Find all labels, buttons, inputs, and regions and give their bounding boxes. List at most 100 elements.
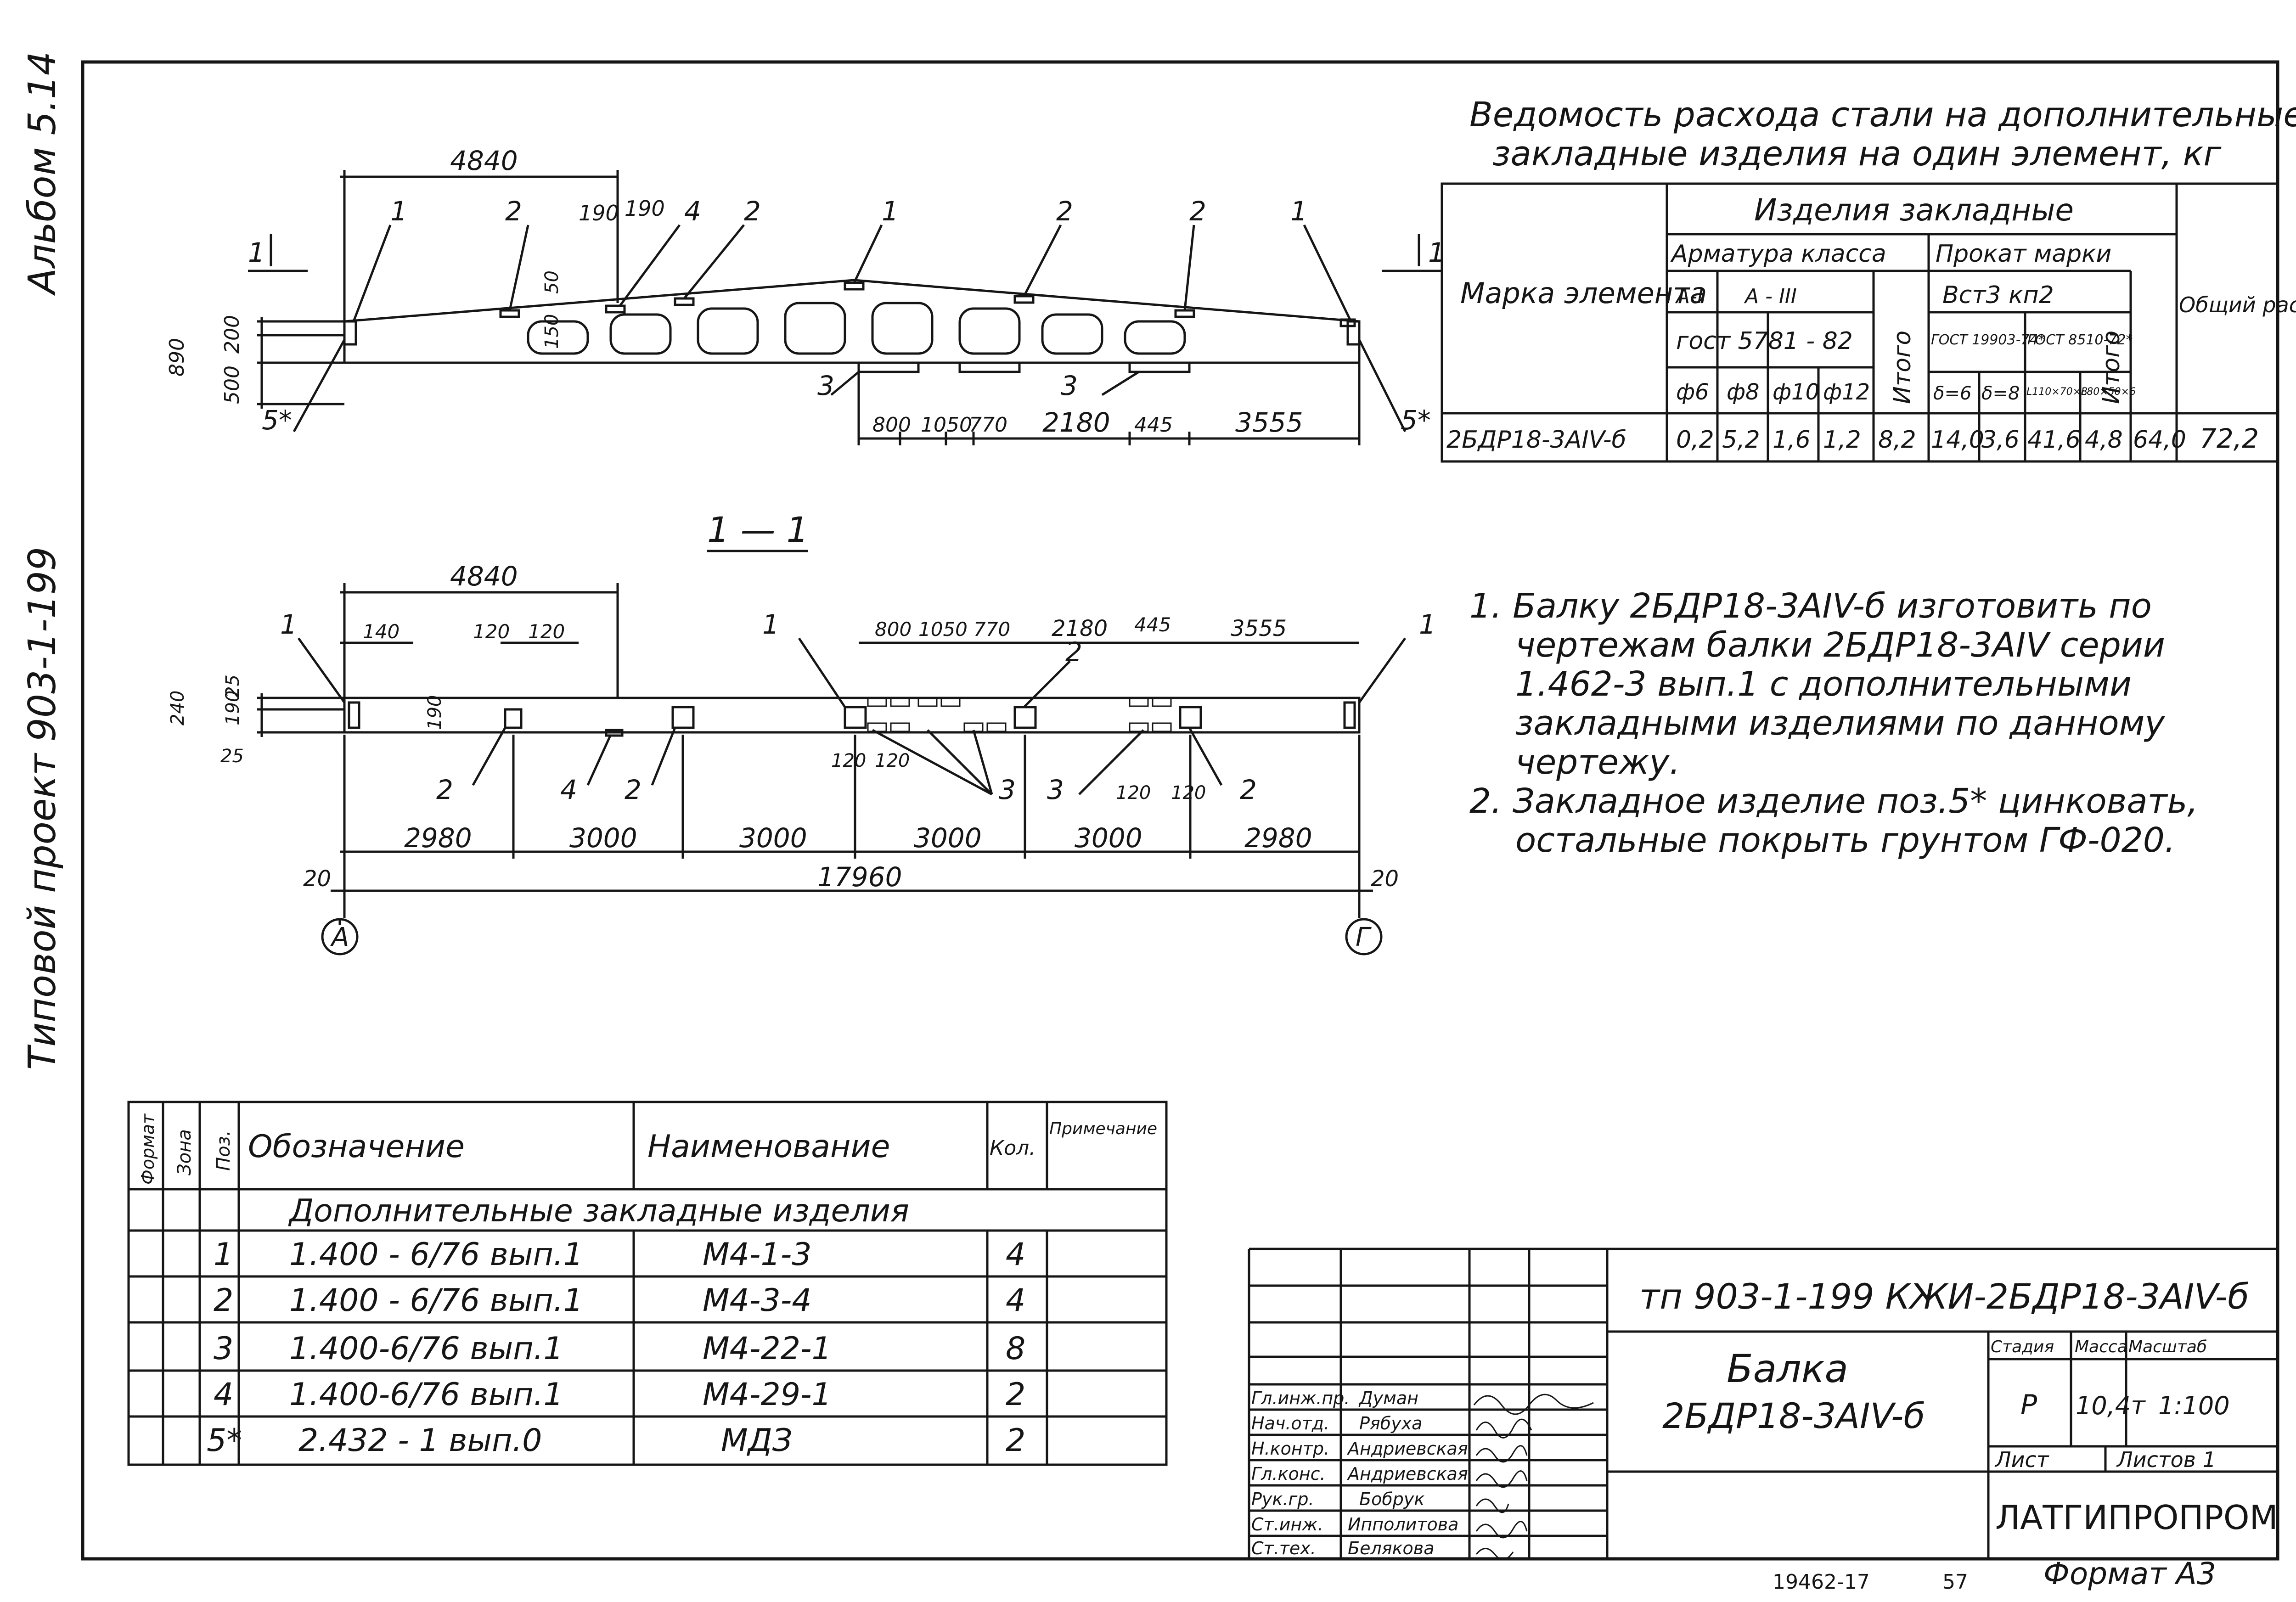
steel-group-header: Изделия закладные [1754, 192, 2074, 228]
title-block-text: тп 903-1-199 КЖИ-2БДР18-3АIV-б Балка 2БД… [1251, 1276, 2278, 1560]
sec-dim-190b: 190 [424, 695, 445, 730]
diam-6: ф6 [1676, 379, 1709, 405]
spec-h-qty: Кол. [990, 1136, 1035, 1160]
sec-bot-3000a: 3000 [569, 822, 637, 854]
spec-section-title: Дополнительные закладные изделия [288, 1193, 909, 1229]
sec-label-1a: 1 [280, 609, 297, 640]
sec-small-120d: 120 [1171, 782, 1206, 804]
sec-dim-2180: 2180 [1052, 616, 1108, 641]
dim-50: 50 [541, 270, 563, 294]
sec-offset-right: 20 [1371, 866, 1399, 892]
sec-dim-25a: 25 [222, 675, 243, 698]
steel-total-sub: Итого [1889, 331, 1916, 404]
sec-bot-3000d: 3000 [1075, 822, 1142, 854]
steel-gost-rebar: гост 5781 - 82 [1676, 327, 1853, 355]
sec-dim-140: 140 [363, 620, 400, 643]
spec-r5-qty: 2 [1006, 1422, 1025, 1459]
steel-vst: Вст3 кп2 [1942, 281, 2054, 309]
spec-r3-des: 1.400-6/76 вып.1 [289, 1331, 563, 1367]
callout-1b: 1 [882, 196, 899, 227]
steel-total-sub-2: Итого [2098, 331, 2125, 404]
tb-role-7: Ст.тех. [1251, 1538, 1316, 1558]
val-5: 8,2 [1878, 426, 1916, 454]
note-line-6: 2. Закладное изделие поз.5* цинковать, [1469, 781, 2198, 821]
steel-a1: A-I [1675, 285, 1703, 308]
tb-scale: 1:100 [2158, 1391, 2230, 1420]
sec-dim-445: 445 [1134, 613, 1171, 636]
steel-title-1: Ведомость расхода стали на дополнительны… [1469, 95, 2296, 135]
footer-format: Формат А3 [2043, 1556, 2216, 1591]
sec-label-2a: 2 [1065, 636, 1082, 668]
callout-2d: 2 [1189, 196, 1206, 227]
sec-label-3a: 3 [999, 774, 1016, 805]
label-3a: 3 [817, 370, 834, 401]
spec-r4-pos: 4 [214, 1377, 233, 1413]
spec-r2-qty: 4 [1006, 1282, 1025, 1319]
label-3b: 3 [1061, 370, 1078, 401]
rolled-l110: L110×70×8 [2026, 386, 2088, 398]
tb-role-4: Гл.конс. [1251, 1464, 1326, 1484]
dim-500: 500 [220, 365, 244, 404]
spec-r5-pos: 5* [207, 1422, 242, 1459]
dim-445: 445 [1134, 413, 1173, 437]
label-5star-right: 5* [1401, 405, 1431, 436]
val-1: 0,2 [1676, 426, 1714, 454]
section-labels: 4840 140 120 120 800 1050 770 2180 445 3… [167, 561, 1436, 952]
tb-name-1: Балка [1727, 1346, 1848, 1391]
dim-150: 150 [541, 314, 563, 349]
spec-r4-qty: 2 [1006, 1377, 1025, 1413]
val-6: 14,0 [1931, 426, 1984, 454]
tb-stage-label: Стадия [1991, 1338, 2054, 1356]
sec-bot-2980a: 2980 [404, 822, 472, 854]
spec-r4-name: М4-29-1 [703, 1377, 832, 1413]
steel-total-all: Общий расход [2179, 292, 2296, 317]
section-title: 1 — 1 [707, 509, 809, 550]
sec-dim-240: 240 [167, 691, 188, 725]
sec-label-2d: 2 [1240, 774, 1257, 805]
sec-dim-190a: 190 [222, 691, 243, 725]
label-5star-left: 5* [262, 405, 292, 436]
spec-h-designation: Обозначение [248, 1129, 465, 1165]
tb-name-p1: Думан [1358, 1388, 1418, 1408]
spec-table-grid [127, 1101, 1168, 1466]
spec-r2-name: М4-3-4 [703, 1282, 812, 1319]
top-view-labels: 4840 1 2 190 190 4 2 1 2 2 1 1 1 890 200… [165, 145, 1445, 438]
sec-offset-left: 20 [303, 866, 331, 892]
side-label-album: Альбом 5.14 [21, 51, 64, 296]
dim-2180: 2180 [1042, 407, 1110, 438]
callout-190b: 190 [625, 196, 665, 221]
tb-name-p2: Рябуха [1359, 1413, 1422, 1433]
sec-dim-120b: 120 [528, 620, 565, 643]
spec-r3-name: М4-22-1 [703, 1331, 832, 1367]
sec-label-1c: 1 [1419, 609, 1436, 640]
tb-name-p6: Ипполитова [1348, 1514, 1458, 1535]
rolled-l80: L80×50×6 [2081, 386, 2136, 398]
row-mark: 2БДР18-3АIV-б [1446, 426, 1626, 454]
steel-rebar-class: Арматура класса [1670, 240, 1886, 268]
val-3: 1,6 [1773, 426, 1811, 454]
spec-r2-des: 1.400 - 6/76 вып.1 [289, 1282, 583, 1319]
spec-r3-pos: 3 [214, 1331, 233, 1367]
section-grid-marks [867, 697, 1172, 732]
val-9: 4,8 [2085, 426, 2123, 454]
footer-archive: 19462-17 [1773, 1570, 1870, 1594]
tb-stage: Р [2020, 1389, 2037, 1421]
tb-role-1: Гл.инж.пр. [1251, 1388, 1350, 1408]
note-line-3: 1.462-3 вып.1 с дополнительными [1515, 664, 2132, 704]
spec-r3-qty: 8 [1006, 1331, 1025, 1367]
sec-label-1b: 1 [762, 609, 779, 640]
tb-mass-label: Масса [2075, 1338, 2127, 1356]
tb-role-3: Н.контр. [1251, 1439, 1329, 1459]
sec-dim-120a: 120 [473, 620, 510, 643]
steel-title-2: закладные изделия на один элемент, кг [1492, 134, 2222, 174]
section-mark-left: 1 [248, 237, 265, 268]
diam-10: ф10 [1773, 379, 1819, 405]
sec-label-2b: 2 [436, 774, 453, 805]
sec-overall: 17960 [817, 861, 902, 893]
diam-12: ф12 [1823, 379, 1870, 405]
sheet-frame [81, 60, 2279, 1561]
val-10: 64,0 [2133, 426, 2186, 454]
sec-small-120c: 120 [1116, 782, 1151, 804]
tb-name-p7: Белякова [1348, 1538, 1434, 1558]
